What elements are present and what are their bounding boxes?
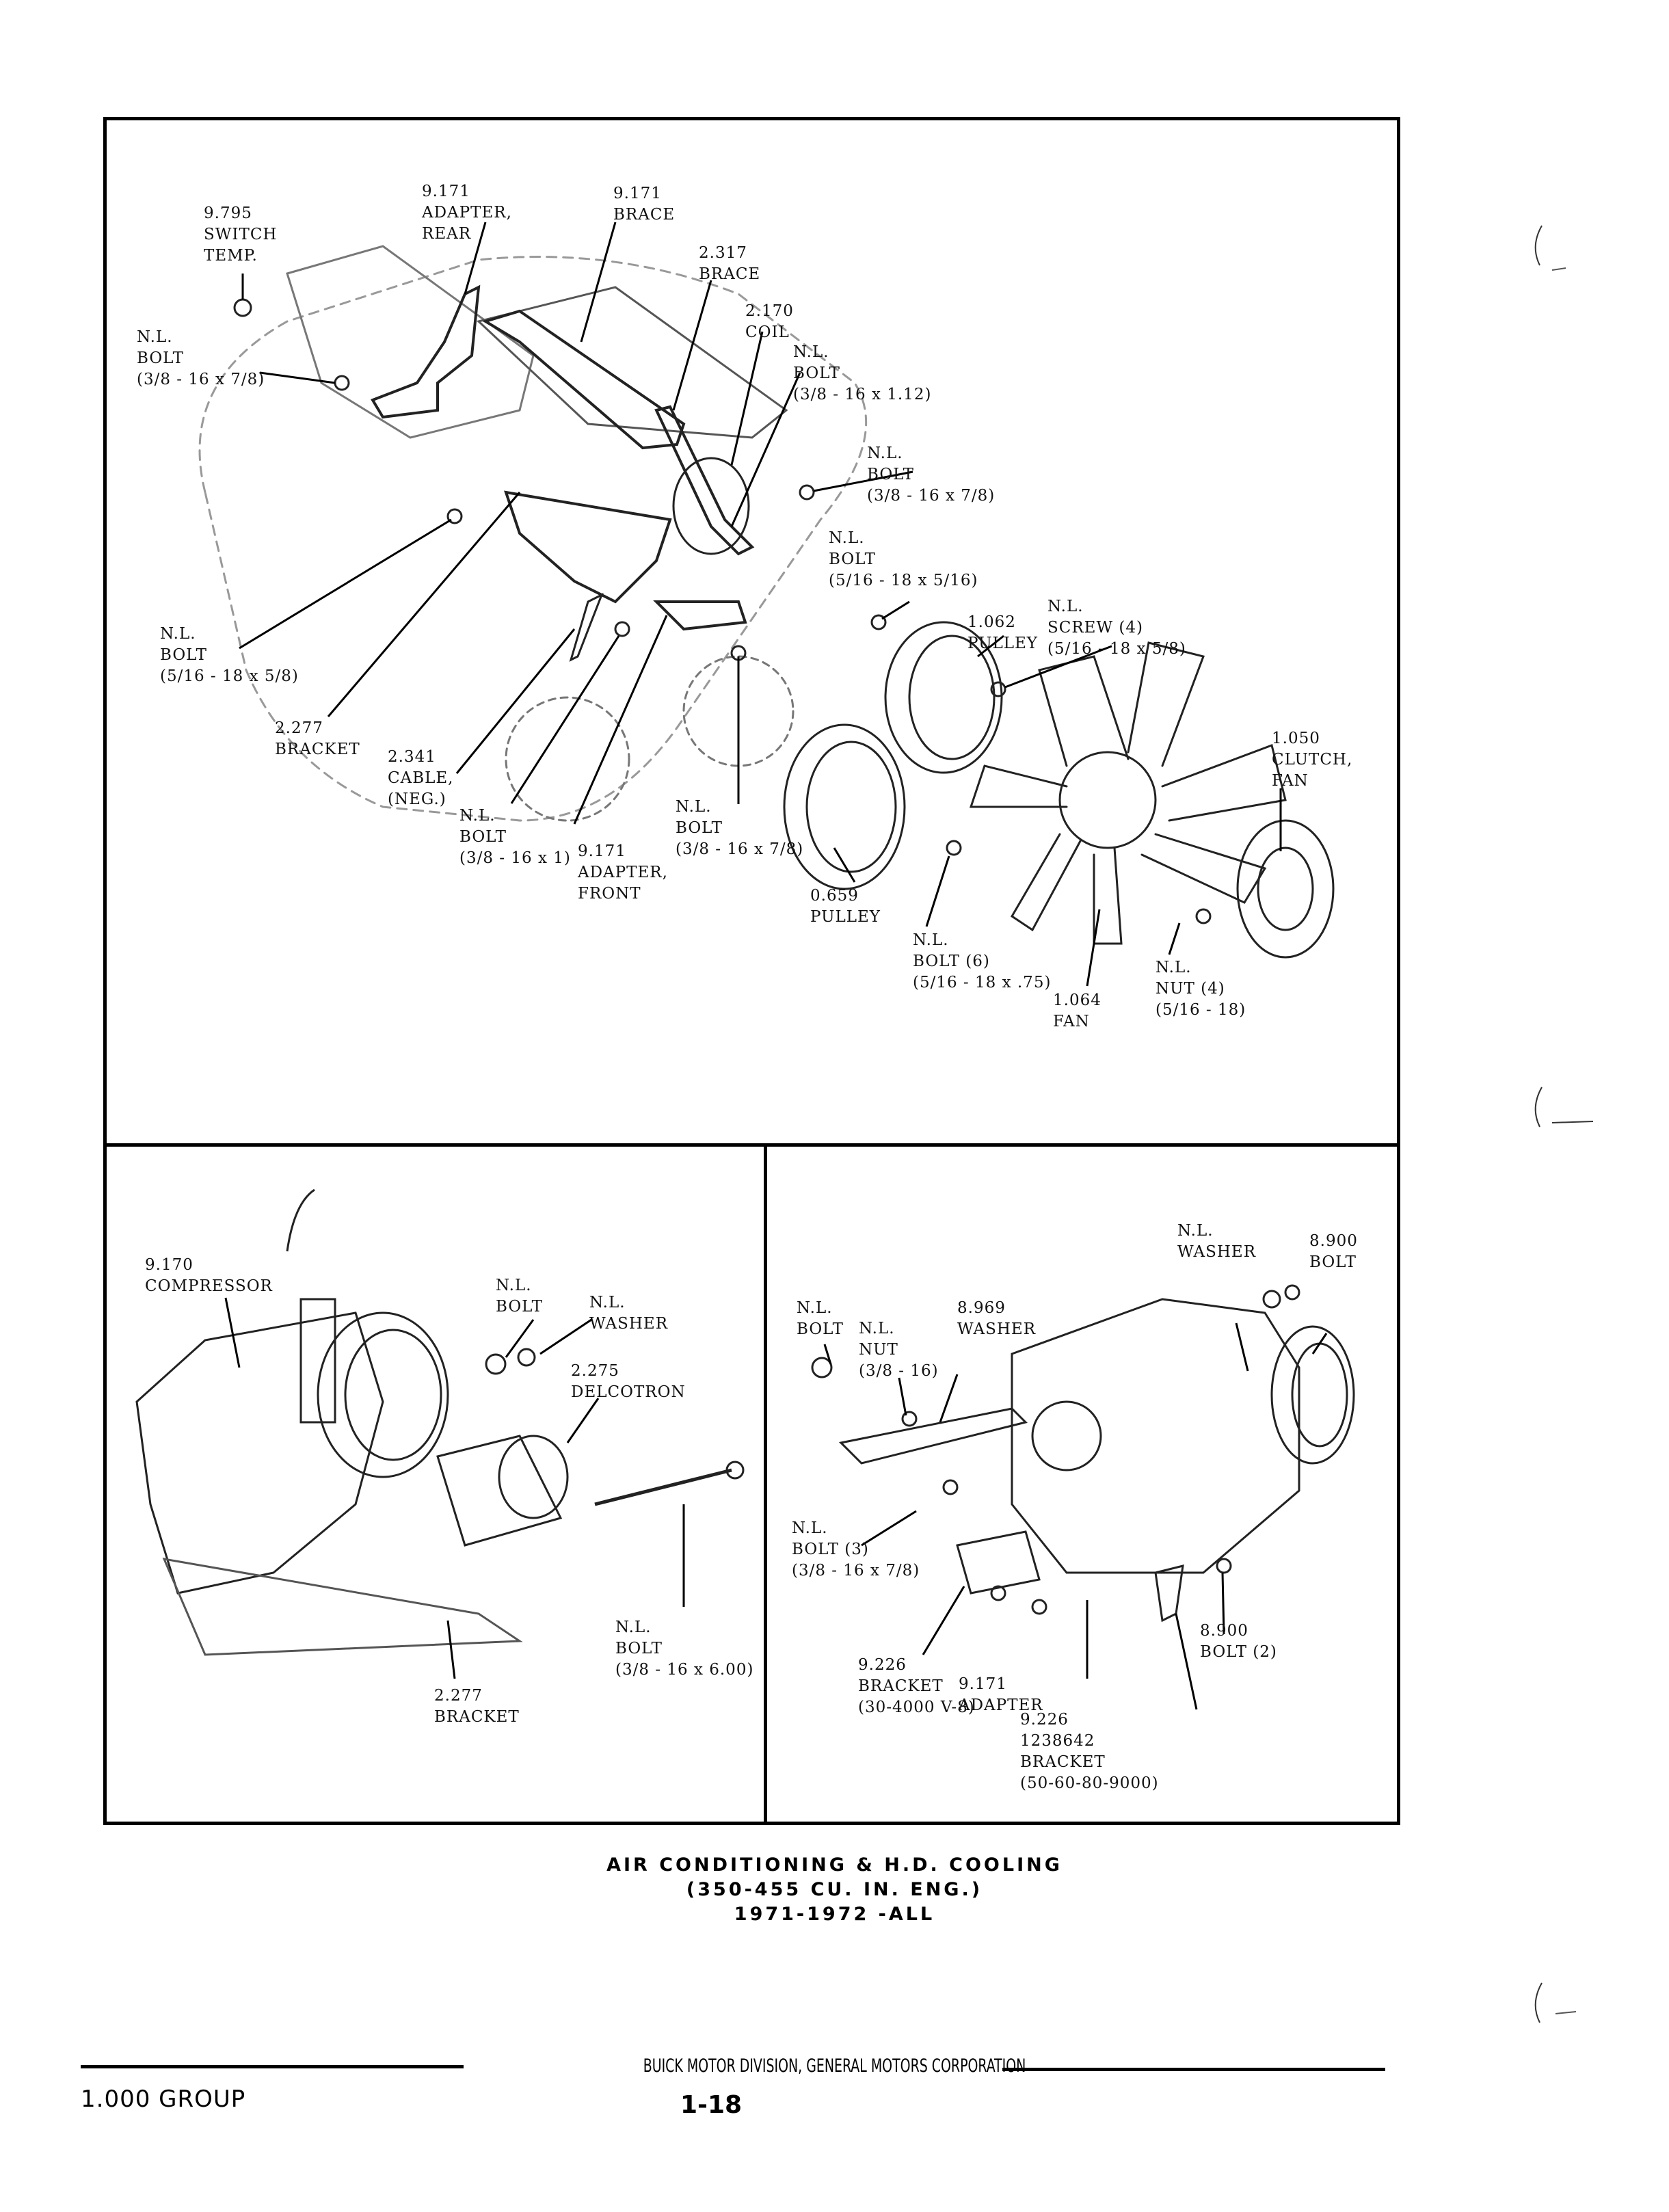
leader-lines-top [239, 222, 1282, 987]
label-bolt-6: N.L.BOLT (6)(5/16 - 18 x .75) [913, 931, 1052, 991]
illustration-frame [103, 117, 1400, 1825]
punch-mark [1534, 225, 1566, 271]
leader-lines-bottom-right [823, 1322, 1328, 1710]
caption-engine: (350-455 CU. IN. ENG.) [686, 1879, 983, 1900]
label-bolt-3816-78-left: N.L.BOLT(3/8 - 16 x 7/8) [137, 328, 265, 388]
label-bolt-3816-78-lower: N.L.BOLT(3/8 - 16 x 7/8) [676, 798, 804, 858]
caption-title: AIR CONDITIONING & H.D. COOLING [606, 1854, 1063, 1876]
label-nut: N.L.NUT(3/8 - 16) [859, 1320, 939, 1380]
label-nut-4: N.L.NUT (4)(5/16 - 18) [1156, 959, 1246, 1019]
label-bolt-3816-78-right: N.L.BOLT(3/8 - 16 x 7/8) [867, 444, 996, 505]
caption-years: 1971-1972 -ALL [734, 1904, 935, 1925]
label-bolt-3816-112: N.L.BOLT(3/8 - 16 x 1.12) [793, 343, 932, 403]
bottom-left-art [135, 1188, 745, 1656]
footer-publisher: BUICK MOTOR DIVISION, GENERAL MOTORS COR… [643, 2055, 1026, 2077]
label-washer-top: N.L.WASHER [1177, 1222, 1257, 1261]
page-number: 1-18 [680, 2091, 743, 2119]
engine-outline [198, 245, 1335, 959]
panel-divider-horizontal [103, 1143, 1400, 1147]
label-bolt-left: N.L.BOLT [797, 1299, 844, 1338]
leader-lines-bottom-left [224, 1297, 685, 1679]
label-washer: N.L.WASHER [589, 1294, 669, 1333]
label-bolt-3816-1: N.L.BOLT(3/8 - 16 x 1) [459, 807, 571, 867]
label-bolt-51618-516: N.L.BOLT(5/16 - 18 x 5/16) [829, 529, 978, 589]
figure-caption: AIR CONDITIONING & H.D. COOLING (350-455… [0, 1853, 1669, 1927]
footer-rule-right [1002, 2068, 1385, 2071]
footer-rule-left [81, 2065, 464, 2068]
punch-mark [1534, 1982, 1577, 2023]
footer-group: 1.000 GROUP [81, 2086, 246, 2113]
label-screw-4: N.L.SCREW (4)(5/16 - 18 x 5/8) [1047, 598, 1186, 658]
label-bolt-51618-58: N.L.BOLT(5/16 - 18 x 5/8) [160, 625, 299, 685]
label-bolt-600: N.L.BOLT(3/8 - 16 x 6.00) [615, 1618, 754, 1679]
label-bolt-3: N.L.BOLT (3)(3/8 - 16 x 7/8) [792, 1519, 920, 1580]
panel-divider-vertical [764, 1143, 767, 1825]
label-bolt: N.L.BOLT [496, 1277, 543, 1316]
punch-mark [1534, 1087, 1594, 1128]
